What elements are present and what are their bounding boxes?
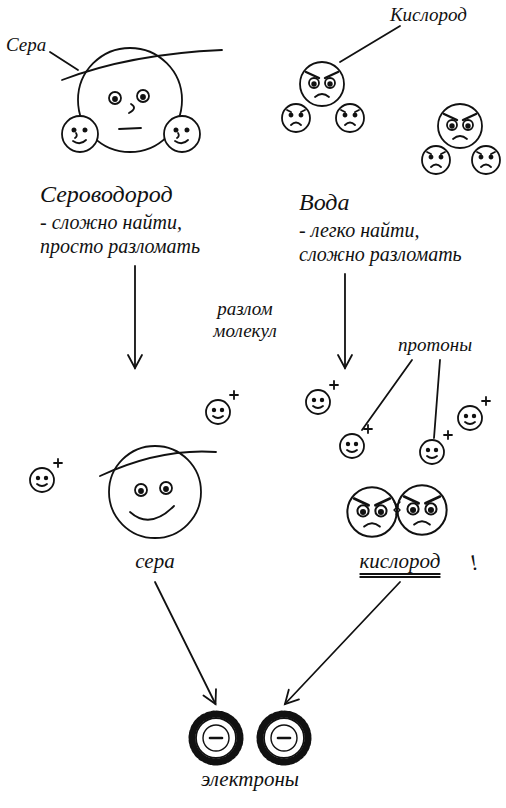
oxygen-molecule: [347, 485, 446, 536]
flow-arrow: [155, 582, 216, 704]
protons: [30, 381, 490, 492]
node-note: - легко найти, сложно разломать: [299, 218, 489, 266]
leader-label: Сера: [6, 34, 46, 56]
node-label: сера: [135, 548, 174, 574]
leader-line: [434, 360, 440, 438]
atom-group: сера: [40, 372, 270, 576]
water-molecules: [282, 62, 500, 174]
node-title: Сероводород: [40, 180, 250, 208]
leader-label: Кислород: [390, 4, 467, 26]
flow-arrow: [128, 266, 142, 368]
hydrogen-sulfide-molecule: [62, 48, 222, 152]
node-title: Вода: [299, 188, 500, 216]
electrons: [192, 714, 308, 762]
leader-line: [340, 26, 400, 62]
molecule-caption: Вода- легко найти, сложно разломать: [285, 40, 500, 268]
atom-group: кислород: [300, 372, 500, 576]
leader-label: протоны: [398, 334, 472, 356]
leader-line: [362, 360, 412, 430]
node-note: - сложно найти, просто разломать: [40, 210, 230, 258]
molecule-caption: Сероводород- сложно найти, просто разлом…: [20, 30, 250, 260]
node-label: кислород: [360, 548, 441, 574]
flow-arrow: [338, 274, 352, 368]
exclamation-mark: !: [466, 551, 480, 574]
electron-group: электроны: [175, 708, 325, 794]
leader-line: [50, 52, 78, 70]
node-label: электроны: [201, 766, 299, 792]
process-label: разлом молекул: [185, 298, 305, 342]
sulfur-atom: [100, 446, 216, 538]
flow-arrow: [285, 582, 400, 704]
